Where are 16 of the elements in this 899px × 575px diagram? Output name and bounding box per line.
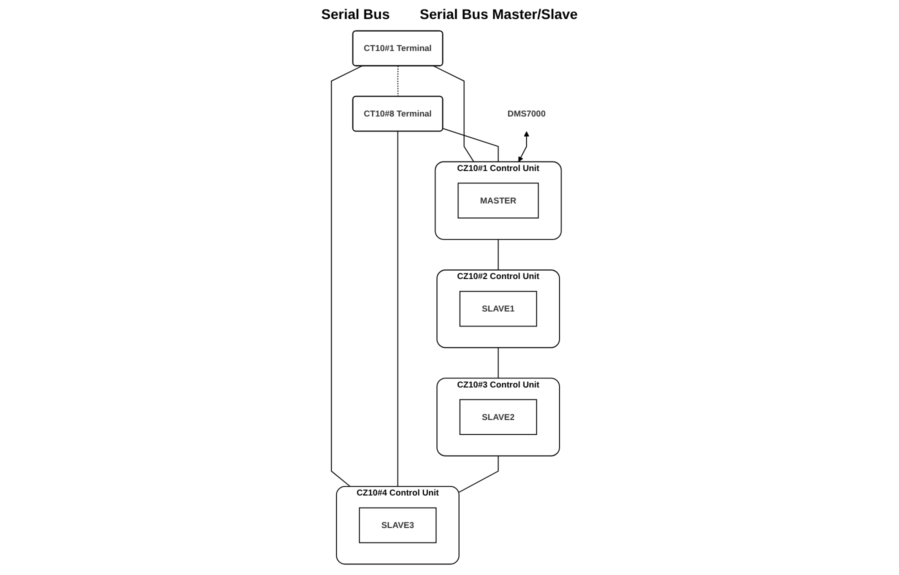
connector: [498, 238, 499, 270]
node-box: SLAVE1: [459, 290, 538, 327]
connector: [397, 130, 398, 487]
connector: [498, 347, 499, 379]
connector: [442, 128, 499, 162]
connector: [397, 66, 399, 98]
arrow: [518, 131, 530, 162]
bus-label: Serial Bus: [321, 6, 390, 22]
node-box: SLAVE3: [358, 507, 437, 544]
node-box: MASTER: [458, 182, 539, 218]
connector: [458, 455, 499, 493]
bus-label: Serial Bus Master/Slave: [420, 6, 578, 22]
connector: [432, 65, 474, 162]
connector: [330, 65, 363, 487]
node-text: DMS7000: [508, 108, 546, 118]
node-box: SLAVE2: [459, 399, 538, 435]
